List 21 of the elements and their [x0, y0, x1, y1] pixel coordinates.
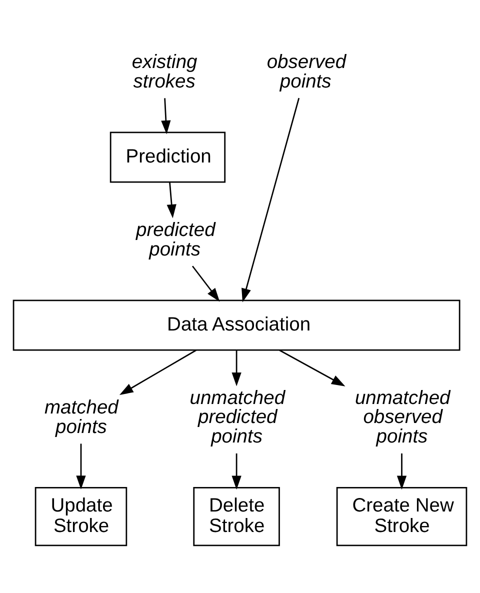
node-box: Delete Stroke — [193, 486, 280, 546]
arrow — [396, 452, 407, 490]
arrow — [242, 97, 300, 302]
node-box: Prediction — [110, 131, 226, 182]
node-text: unmatched predicted points — [190, 387, 286, 448]
arrow — [161, 98, 171, 134]
arrow — [166, 182, 176, 218]
node-text: predicted points — [136, 220, 216, 260]
node-box: Create New Stroke — [336, 486, 468, 546]
node-text: matched points — [44, 397, 118, 438]
arrow — [119, 349, 196, 394]
node-text: existing strokes — [132, 52, 198, 92]
node-box: Update Stroke — [34, 486, 128, 546]
arrow — [232, 350, 242, 386]
arrow — [232, 452, 242, 490]
arrow — [76, 443, 86, 489]
arrow — [279, 349, 346, 386]
node-box: Data Association — [12, 299, 460, 350]
arrow — [192, 265, 220, 302]
node-text: unmatched observed points — [354, 387, 450, 448]
node-text: observed points — [266, 52, 346, 92]
